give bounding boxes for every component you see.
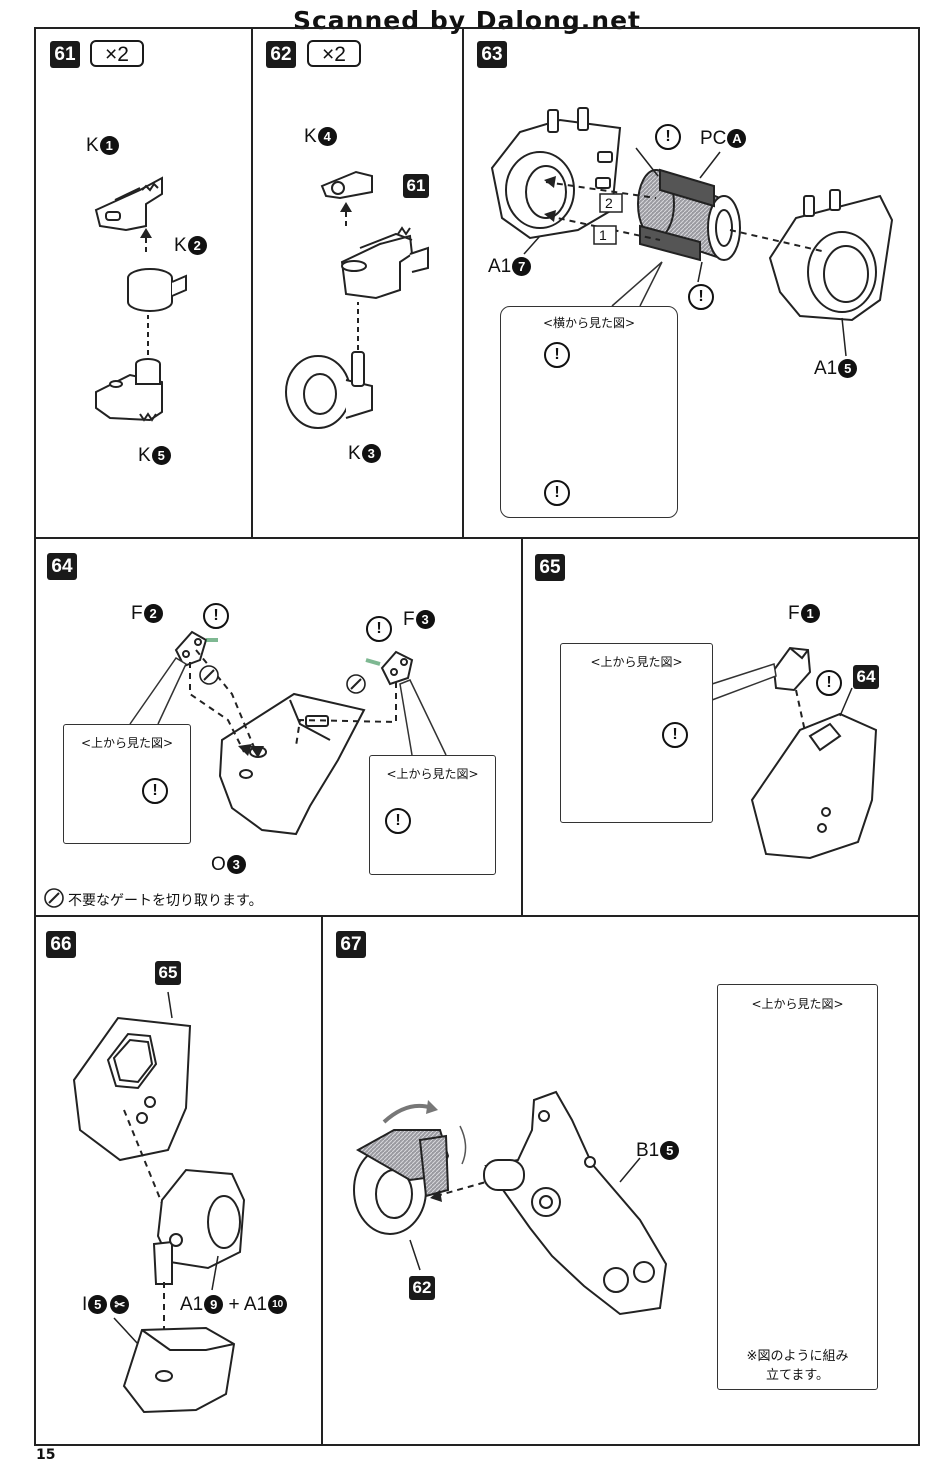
step65-f1-part <box>772 646 812 692</box>
caution-icon: ! <box>655 124 681 150</box>
step65-sub64-part <box>750 712 878 860</box>
step65-sub-assembly-tag: 64 <box>853 665 879 689</box>
caution-icon: ! <box>662 722 688 748</box>
step61-k1-part <box>94 176 163 232</box>
step-62-multiplier: ×2 <box>307 40 361 67</box>
step-67-number: 67 <box>336 931 366 958</box>
step64-topview-right-caption: <上から見た図> <box>386 767 479 781</box>
step-62-number: 62 <box>266 41 296 68</box>
step-61-number: 61 <box>50 41 80 68</box>
step67-topview-box <box>717 984 878 1390</box>
step61-k5-part <box>95 358 163 422</box>
step66-sub65-part <box>72 1016 192 1162</box>
caution-icon: ! <box>385 808 411 834</box>
gate-cut-icon-b <box>346 674 366 694</box>
step-63-number: 63 <box>477 41 507 68</box>
step64-topview-left-caption: <上から見た図> <box>80 736 174 750</box>
step65-topview-box <box>560 643 713 823</box>
scan-watermark: Scanned by Dalong.net <box>292 6 641 35</box>
step63-a17-part <box>490 107 622 240</box>
step64-gate-note: 不要なゲートを切り取ります。 <box>68 893 263 909</box>
caution-icon: ! <box>544 342 570 368</box>
caution-icon: ! <box>142 778 168 804</box>
step61-k2-part <box>127 268 187 312</box>
step67-assembly-note: ※図のように組み立てます。 <box>746 1349 849 1383</box>
step63-side-view-box <box>500 306 678 518</box>
caution-icon: ! <box>688 284 714 310</box>
step66-sub-assembly-tag: 65 <box>155 961 181 985</box>
step63-side-view-caption: <横から見た図> <box>542 316 636 330</box>
caution-icon: ! <box>366 616 392 642</box>
order-label-2: 2 <box>605 195 613 211</box>
step67-b15-part <box>483 1090 668 1316</box>
step64-topview-right-box <box>369 755 496 875</box>
step64-f2-part <box>174 630 208 668</box>
step-66-number: 66 <box>46 931 76 958</box>
step62-sub-assembly-tag: 61 <box>403 174 429 198</box>
step67-sub-assembly-tag: 62 <box>409 1276 435 1300</box>
caution-icon: ! <box>203 603 229 629</box>
step65-topview-caption: <上から見た図> <box>590 655 683 669</box>
gate-cut-icon-a <box>199 665 219 685</box>
rotate-arrow-b <box>459 1125 467 1165</box>
step66-i5-part <box>122 1326 236 1414</box>
step66-a19-part <box>152 1168 246 1285</box>
step62-k4-part <box>320 170 373 200</box>
step64-topview-left-box <box>63 724 191 844</box>
step62-sub61-part <box>340 226 429 300</box>
step62-k3-part <box>285 351 373 429</box>
step64-f3-part <box>380 650 414 686</box>
step67-sub62-part <box>353 1129 450 1235</box>
step-61-multiplier: ×2 <box>90 40 144 67</box>
step63-pca-part <box>637 168 741 262</box>
order-marker-1 <box>593 225 617 245</box>
order-label-1: 1 <box>599 227 607 243</box>
gate-cut-icon <box>44 888 64 908</box>
step64-guides <box>189 649 397 753</box>
step63-a15-part <box>768 189 894 322</box>
step67-topview-caption: <上から見た図> <box>751 997 844 1011</box>
step64-o3-part <box>218 692 366 836</box>
rotate-arrow-a <box>382 1103 433 1124</box>
step-64-number: 64 <box>47 553 77 580</box>
order-marker-2 <box>599 193 623 213</box>
caution-icon: ! <box>816 670 842 696</box>
page-number: 15 <box>36 1447 56 1463</box>
page-frame <box>34 27 920 1446</box>
step-65-number: 65 <box>535 554 565 581</box>
caution-icon: ! <box>544 480 570 506</box>
